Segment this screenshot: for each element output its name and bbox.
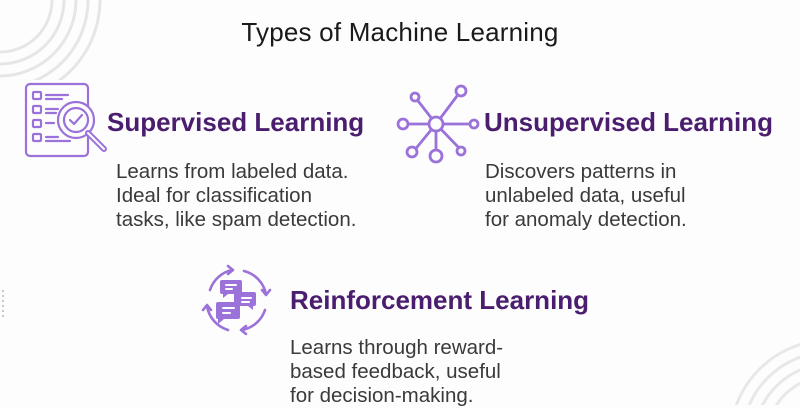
decorative-dots	[0, 290, 6, 320]
page-title: Types of Machine Learning	[241, 17, 559, 47]
network-nodes-icon	[396, 84, 480, 164]
checklist-magnifier-icon	[24, 82, 107, 158]
card-heading: Supervised Learning	[107, 107, 365, 137]
card-heading: Reinforcement Learning	[290, 285, 590, 315]
card-description: Discovers patterns in unlabeled data, us…	[485, 160, 687, 231]
card-heading: Unsupervised Learning	[484, 107, 773, 137]
decorative-arcs-bottom-right	[734, 343, 800, 405]
card-description: Learns from labeled data. Ideal for clas…	[116, 160, 357, 231]
feedback-cycle-icon	[201, 264, 272, 336]
card-description: Learns through reward- based feedback, u…	[290, 336, 504, 407]
